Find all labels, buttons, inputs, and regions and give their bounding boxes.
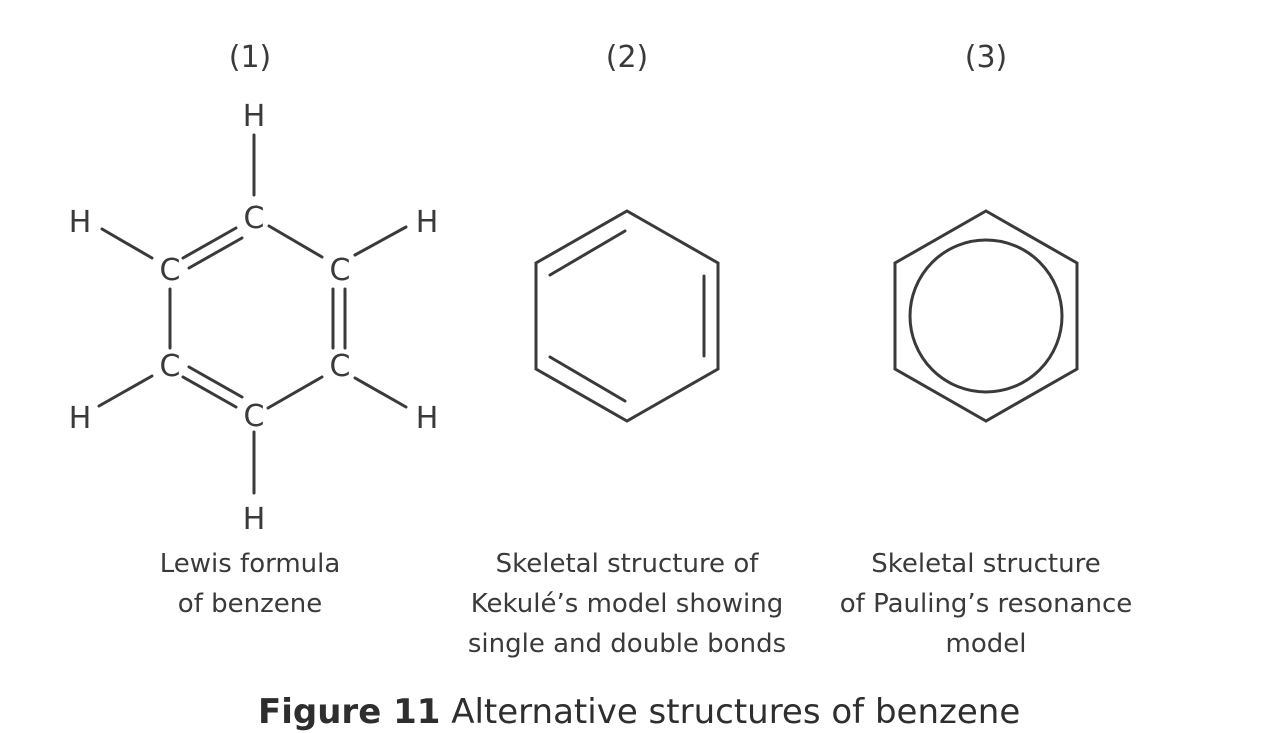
figure-caption-text: Alternative structures of benzene [440,692,1021,732]
atom-h-top: H [243,99,266,134]
panel-1-caption: Lewis formula of benzene [160,544,341,624]
panel-1-caption-line: Lewis formula [159,549,341,579]
figure-caption-label: Figure 11 [258,692,441,732]
panel-3-caption-line: Skeletal structure [871,549,1101,579]
kekule-double-bond-lower-left [548,355,627,403]
bond-top-left-double-a [181,226,238,260]
atom-c-lower-right: C [330,349,351,384]
atom-h-lower-left: H [69,401,92,436]
bond-upper-left-h [100,227,154,260]
panel-3-number: (3) [964,40,1008,75]
pauling-hexagon [893,209,1079,423]
panel-2-caption-line: Skeletal structure of [495,549,759,579]
bond-upper-right-h [353,225,408,257]
atom-c-bottom: C [244,399,265,434]
bond-top-right-single [267,224,324,259]
atom-c-top: C [244,201,265,236]
pauling-skeletal-structure [893,209,1079,423]
bond-bottom-left-double-b [187,365,244,399]
bond-bottom-left-double-a [181,375,238,409]
panel-3-caption: Skeletal structure of Pauling’s resonanc… [840,544,1133,664]
atom-c-upper-left: C [160,253,181,288]
panel-2-number: (2) [605,40,649,75]
resonance-circle [908,238,1064,394]
panel-2-caption-line: single and double bonds [467,629,787,659]
bond-top-left-double-b [187,236,244,270]
figure-caption: Figure 11 Alternative structures of benz… [258,692,1020,732]
panel-2-caption: Skeletal structure of Kekulé’s model sho… [468,544,786,664]
panel-3-caption-line: model [945,629,1027,659]
atom-c-upper-right: C [330,253,351,288]
atom-h-lower-right: H [416,401,439,436]
panel-3-caption-line: of Pauling’s resonance [839,589,1133,619]
atom-c-lower-left: C [160,349,181,384]
bond-lower-left-h [97,374,154,408]
atom-h-upper-left: H [69,205,92,240]
lewis-formula-structure: H C H C C H C C H H C H [69,99,439,537]
kekule-double-bond-upper-left [548,229,627,277]
atom-h-upper-right: H [416,205,439,240]
panel-1-caption-line: of benzene [177,589,323,619]
kekule-hexagon [534,209,720,423]
bond-bottom-right-single [266,375,324,410]
panel-2-caption-line: Kekulé’s model showing [470,589,784,619]
atom-h-bottom: H [243,502,266,537]
panel-1-number: (1) [228,40,272,75]
kekule-skeletal-structure [534,209,720,423]
bond-lower-right-h [353,376,408,409]
